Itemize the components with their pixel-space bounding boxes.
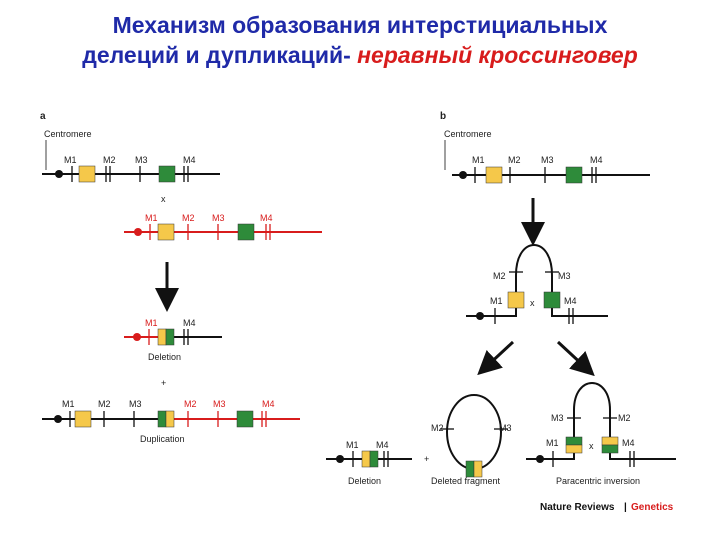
label-deleted-fragment: Deleted fragment xyxy=(431,476,501,486)
label-m3: M3 xyxy=(213,399,226,409)
panel-a-cross: x xyxy=(161,194,166,204)
centromere-dot xyxy=(134,228,142,236)
panel-b-deleted-fragment: M2 M3 Deleted fragment xyxy=(431,394,512,486)
journal-section: Genetics xyxy=(631,502,674,513)
marker-m1-yellow xyxy=(507,291,525,309)
label-m3: M3 xyxy=(551,413,564,423)
panel-a: a Centromere M1 M2 M3 M4 x xyxy=(40,111,322,444)
panel-a-duplication-product: M1 M2 M3 M2 M3 M4 Duplication xyxy=(42,399,300,444)
marker-m4-green xyxy=(543,291,561,309)
label-m4: M4 xyxy=(260,213,273,223)
marker-m1-yellow xyxy=(74,410,92,428)
title-line-2: делеций и дупликаций- неравный кроссинго… xyxy=(0,40,720,70)
label-m2: M2 xyxy=(98,399,111,409)
marker-m4-green xyxy=(158,165,176,183)
label-m4: M4 xyxy=(590,155,603,165)
label-m2: M2 xyxy=(184,399,197,409)
label-m1: M1 xyxy=(472,155,485,165)
marker-green-half xyxy=(565,436,583,446)
label-deletion: Deletion xyxy=(148,352,181,362)
panel-a-chromosome-2: M1 M2 M3 M4 xyxy=(124,213,322,241)
label-m1: M1 xyxy=(145,213,158,223)
marker-yellow-half xyxy=(601,436,619,446)
marker-green-half xyxy=(157,410,167,428)
panel-b-paracentric-inversion: M3 M2 M1 M4 x Paracentric inversion xyxy=(526,382,676,486)
journal-name: Nature Reviews xyxy=(540,502,615,513)
centromere-dot xyxy=(55,170,63,178)
label-duplication: Duplication xyxy=(140,434,185,444)
panel-b: b Centromere M1 M2 M3 M4 xyxy=(326,111,676,486)
marker-yellow-half xyxy=(157,328,167,346)
panel-a-plus: + xyxy=(161,378,166,388)
label-m4: M4 xyxy=(262,399,275,409)
marker-yellow-half xyxy=(361,450,371,468)
label-m3: M3 xyxy=(499,423,512,433)
panel-a-deletion-product: M1 M4 Deletion xyxy=(124,318,222,362)
panel-b-chromosome: M1 M2 M3 M4 xyxy=(452,155,650,184)
label-m2: M2 xyxy=(103,155,116,165)
marker-m4-green xyxy=(236,410,254,428)
label-deletion: Deletion xyxy=(348,476,381,486)
slide-title: Механизм образования интерстициальных де… xyxy=(0,10,720,70)
panel-b-deletion-product: M1 M4 Deletion xyxy=(326,440,412,486)
panel-b-letter: b xyxy=(440,111,446,122)
journal-separator: | xyxy=(624,502,627,513)
marker-green-half xyxy=(369,450,379,468)
label-m1: M1 xyxy=(64,155,77,165)
label-m1: M1 xyxy=(546,438,559,448)
label-m3: M3 xyxy=(212,213,225,223)
marker-green-half xyxy=(165,328,175,346)
label-m2: M2 xyxy=(618,413,631,423)
label-m3: M3 xyxy=(135,155,148,165)
label-m1: M1 xyxy=(346,440,359,450)
marker-green-half xyxy=(465,460,475,478)
arrow-down-left xyxy=(477,340,515,376)
marker-m1-yellow xyxy=(157,223,175,241)
title-line-2-prefix: делеций и дупликаций- xyxy=(82,42,358,68)
marker-m4-green xyxy=(237,223,255,241)
label-m4: M4 xyxy=(183,155,196,165)
marker-yellow-half xyxy=(165,410,175,428)
panel-a-chromosome-1: M1 M2 M3 M4 xyxy=(42,155,220,183)
label-m2: M2 xyxy=(182,213,195,223)
label-m1: M1 xyxy=(490,296,503,306)
journal-credit: Nature Reviews | Genetics xyxy=(540,502,674,513)
panel-b-cross: x xyxy=(530,298,535,308)
label-m2: M2 xyxy=(508,155,521,165)
marker-green-half xyxy=(601,444,619,454)
label-m1: M1 xyxy=(145,318,158,328)
label-m2: M2 xyxy=(431,423,444,433)
label-paracentric-inversion: Paracentric inversion xyxy=(556,476,640,486)
panel-b-centromere-label: Centromere xyxy=(444,129,492,139)
label-m3: M3 xyxy=(558,271,571,281)
marker-yellow-half xyxy=(473,460,483,478)
label-m3: M3 xyxy=(541,155,554,165)
marker-m1-yellow xyxy=(485,166,503,184)
panel-a-centromere-label: Centromere xyxy=(44,129,92,139)
label-m3: M3 xyxy=(129,399,142,409)
panel-b-cross-2: x xyxy=(589,441,594,451)
title-highlight: неравный кроссинговер xyxy=(357,42,638,68)
label-m1: M1 xyxy=(62,399,75,409)
label-m4: M4 xyxy=(564,296,577,306)
label-m2: M2 xyxy=(493,271,506,281)
marker-m1-yellow xyxy=(78,165,96,183)
arrow-down-right xyxy=(556,340,595,377)
marker-m4-green xyxy=(565,166,583,184)
marker-yellow-half xyxy=(565,444,583,454)
label-m4: M4 xyxy=(183,318,196,328)
panel-b-plus: + xyxy=(424,454,429,464)
panel-a-letter: a xyxy=(40,111,46,122)
panel-b-loop: M1 M2 M3 M4 x xyxy=(466,244,608,324)
title-line-1: Механизм образования интерстициальных xyxy=(112,12,608,38)
label-m4: M4 xyxy=(622,438,635,448)
label-m4: M4 xyxy=(376,440,389,450)
